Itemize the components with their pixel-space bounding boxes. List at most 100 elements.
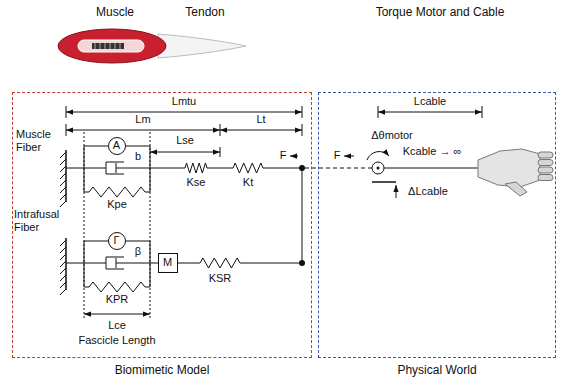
wall-hatch (60, 268, 66, 274)
wall-hatch (60, 261, 66, 267)
stiffness-label: KPR (106, 293, 129, 306)
region-title: Biomimetic Model (115, 363, 210, 377)
displacement-label: ΔLcable (408, 185, 448, 198)
dimension-tick (482, 106, 483, 118)
fusimotor-element: Γ (108, 232, 126, 250)
damper-rod (116, 263, 150, 264)
damper-rod (116, 168, 150, 169)
robot-thumb (505, 182, 527, 196)
force-label: F (334, 149, 341, 162)
stiffness-label: Kt (243, 176, 253, 189)
robot-hand-palm (478, 149, 540, 187)
rotation-arrow (367, 152, 389, 160)
region-title: Physical World (397, 363, 476, 377)
wire (84, 146, 108, 147)
dimension-tick (302, 106, 303, 118)
symbol-letter: M (163, 257, 172, 268)
wire (245, 263, 302, 264)
fiber-label: Muscle Fiber (16, 128, 58, 154)
muscle-sensor-band (78, 40, 144, 52)
sensor-stripe (110, 43, 111, 49)
dimension-tick (302, 124, 303, 136)
wall-hatch (60, 254, 66, 260)
wall-hatch (60, 240, 66, 246)
dimension-tick (378, 106, 379, 118)
dimension-tick (220, 147, 221, 157)
displacement-arrow (396, 185, 397, 198)
stiffness-label: Kse (187, 176, 206, 189)
wall-hatch (60, 275, 66, 281)
kpe-spring (84, 187, 150, 197)
kse-spring (180, 163, 212, 173)
cable-link (305, 168, 372, 169)
dimension-tick (66, 124, 67, 136)
wall-hatch (60, 282, 66, 288)
header-label: Muscle (96, 5, 134, 19)
wire (268, 168, 302, 169)
robot-finger (538, 167, 553, 173)
mass-box: M (158, 253, 178, 273)
robot-finger (538, 152, 553, 158)
muscle-sensor-core (92, 43, 124, 49)
dimension-line (66, 130, 220, 131)
motor-axle (377, 167, 380, 170)
damping-label: β (135, 245, 141, 258)
wall-hatch (60, 187, 66, 193)
wall-hatch (60, 173, 66, 179)
dimension-line (378, 112, 482, 113)
wall-hatch (60, 194, 66, 200)
sensor-stripe (115, 43, 116, 49)
dimension-label: Lse (176, 134, 194, 147)
activation-element: A (108, 137, 126, 155)
wire (302, 168, 303, 263)
force-label: F (280, 149, 287, 162)
dimension-line (150, 152, 220, 153)
physical-region: Physical World (318, 92, 556, 358)
sensor-stripe (100, 43, 101, 49)
stiffness-label: Kpe (107, 198, 127, 211)
sensor-stripe (95, 43, 96, 49)
fiber-label: Intrafusal Fiber (14, 208, 66, 234)
wall-hatch (60, 247, 66, 253)
wire (126, 146, 150, 147)
dimension-label: Lmtu (172, 95, 196, 108)
dimension-line (66, 112, 302, 113)
dimension-label: Lcable (414, 95, 446, 108)
motor-pulley (372, 162, 384, 174)
dimension-tick (220, 124, 221, 136)
tendon-illustration (158, 34, 246, 58)
dimension-label: Lt (256, 113, 265, 126)
wire (84, 241, 108, 242)
dimension-tick (66, 106, 67, 118)
kt-spring (228, 163, 268, 173)
model-region: Biomimetic ModelAΓM (12, 92, 312, 358)
fascicle-guide (150, 132, 151, 320)
wire (126, 241, 150, 242)
damping-label: b (135, 150, 141, 163)
wall-hatch (60, 152, 66, 158)
symbol-letter: A (113, 140, 120, 151)
ksr-spring (195, 258, 245, 268)
wire (150, 168, 180, 169)
robot-finger (538, 160, 553, 166)
dimension-line (220, 130, 302, 131)
muscle-illustration (58, 29, 166, 63)
wall-hatch (60, 180, 66, 186)
robot-finger (538, 175, 553, 181)
displacement-line (372, 181, 396, 183)
force-arrow (344, 156, 354, 157)
symbol-letter: Γ (113, 235, 119, 246)
wire (66, 168, 84, 169)
cable (384, 168, 480, 169)
dimension-label: Lm (135, 113, 150, 126)
stiffness-label: KSR (209, 272, 232, 285)
damper-rod (84, 168, 106, 169)
wire (212, 168, 228, 169)
force-arrow (290, 156, 298, 157)
wire (66, 263, 84, 264)
wall-hatch (60, 201, 66, 207)
dimension-label: Lce (108, 319, 126, 332)
stiffness-label: Kcable → ∞ (403, 145, 462, 158)
